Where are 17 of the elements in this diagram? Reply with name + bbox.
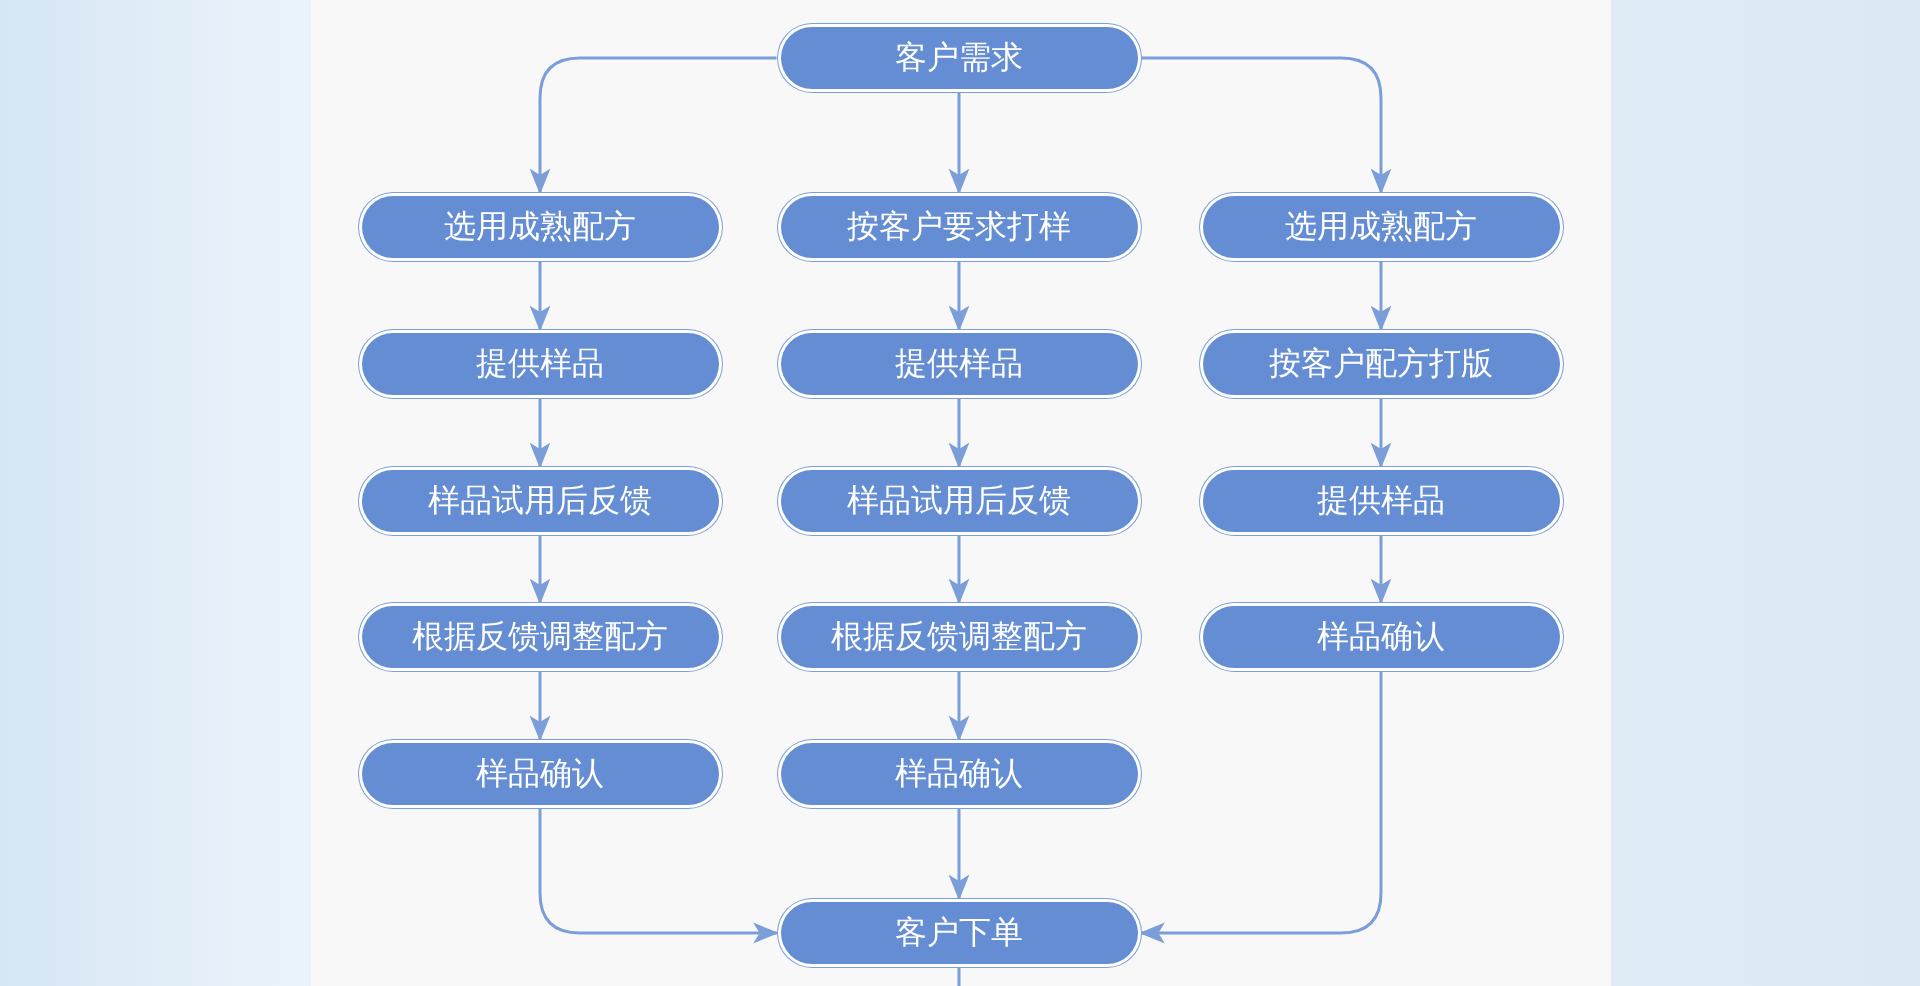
arrow	[529, 262, 551, 332]
arrow	[948, 672, 970, 742]
arrow	[529, 536, 551, 605]
arrow	[1370, 399, 1392, 469]
arrow	[948, 809, 970, 901]
arrow	[1370, 262, 1392, 332]
arrow	[1370, 536, 1392, 605]
arrow	[1141, 56, 1392, 195]
arrow	[529, 56, 777, 195]
arrow	[538, 809, 780, 944]
arrow	[948, 399, 970, 469]
arrow	[948, 262, 970, 332]
arrow	[529, 399, 551, 469]
connector-line	[957, 968, 961, 986]
arrow	[948, 93, 970, 195]
arrow	[948, 536, 970, 605]
arrow	[529, 672, 551, 742]
